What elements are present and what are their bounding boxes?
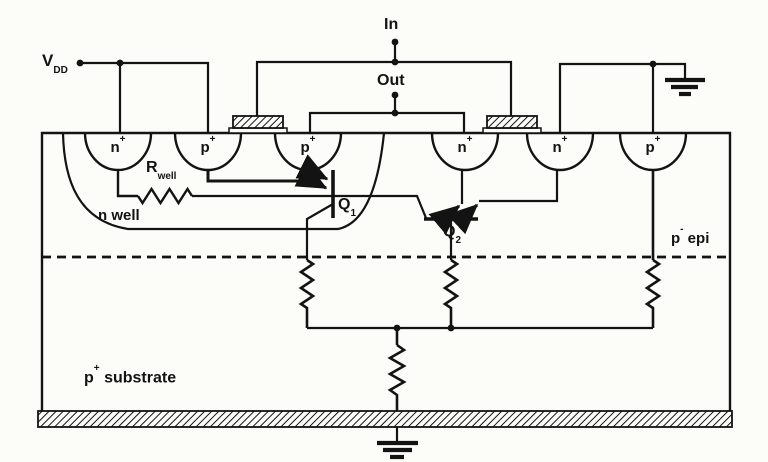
substrate-resistor-subtap (644, 169, 662, 328)
n-well-boundary (61, 132, 386, 231)
nwell-label: n well (98, 207, 140, 224)
ground-symbol-top (665, 77, 705, 97)
diffusion-label-pplus-source: p+ (200, 134, 216, 156)
rwell-label: Rwell (146, 159, 177, 183)
q2-transistor (424, 169, 559, 260)
in-label: In (384, 16, 399, 33)
diffusion-label-pplus-drain: p+ (300, 134, 316, 156)
q1-transistor (206, 154, 335, 260)
diffusion-label-nplus-welltap: n+ (110, 134, 126, 156)
diffusion-nplus-drain (430, 132, 500, 172)
junction-dots (76, 38, 657, 332)
vdd-wire (80, 61, 210, 133)
substrate-outline (40, 131, 732, 411)
diffusion-label-nplus-source: n+ (552, 134, 568, 156)
diffusion-label-nplus-drain: n+ (457, 134, 473, 156)
substrate-resistor-bulk (387, 328, 407, 411)
out-label: Out (377, 72, 405, 89)
substrate-resistor-q1 (298, 258, 316, 328)
vdd-label: VDD (42, 51, 68, 77)
out-wire (308, 95, 466, 133)
top-ground-wire (558, 62, 687, 133)
diffusion-nplus-source (525, 132, 595, 172)
gate-pmos (228, 115, 288, 134)
p-substrate-label: p+ substrate (84, 363, 177, 387)
q1-label: Q1 (338, 196, 357, 220)
substrate-bottom-contact (37, 410, 733, 428)
substrate-resistor-q2 (442, 258, 460, 328)
rwell-resistor (116, 169, 194, 206)
p-epi-label: p- epi (671, 224, 710, 247)
q2-label: Q2 (443, 223, 462, 247)
gate-nmos (482, 115, 542, 134)
ground-symbol-bottom (377, 427, 418, 460)
nwell-node-wire (192, 194, 428, 219)
diffusion-label-pplus-subtap: p+ (645, 134, 661, 156)
